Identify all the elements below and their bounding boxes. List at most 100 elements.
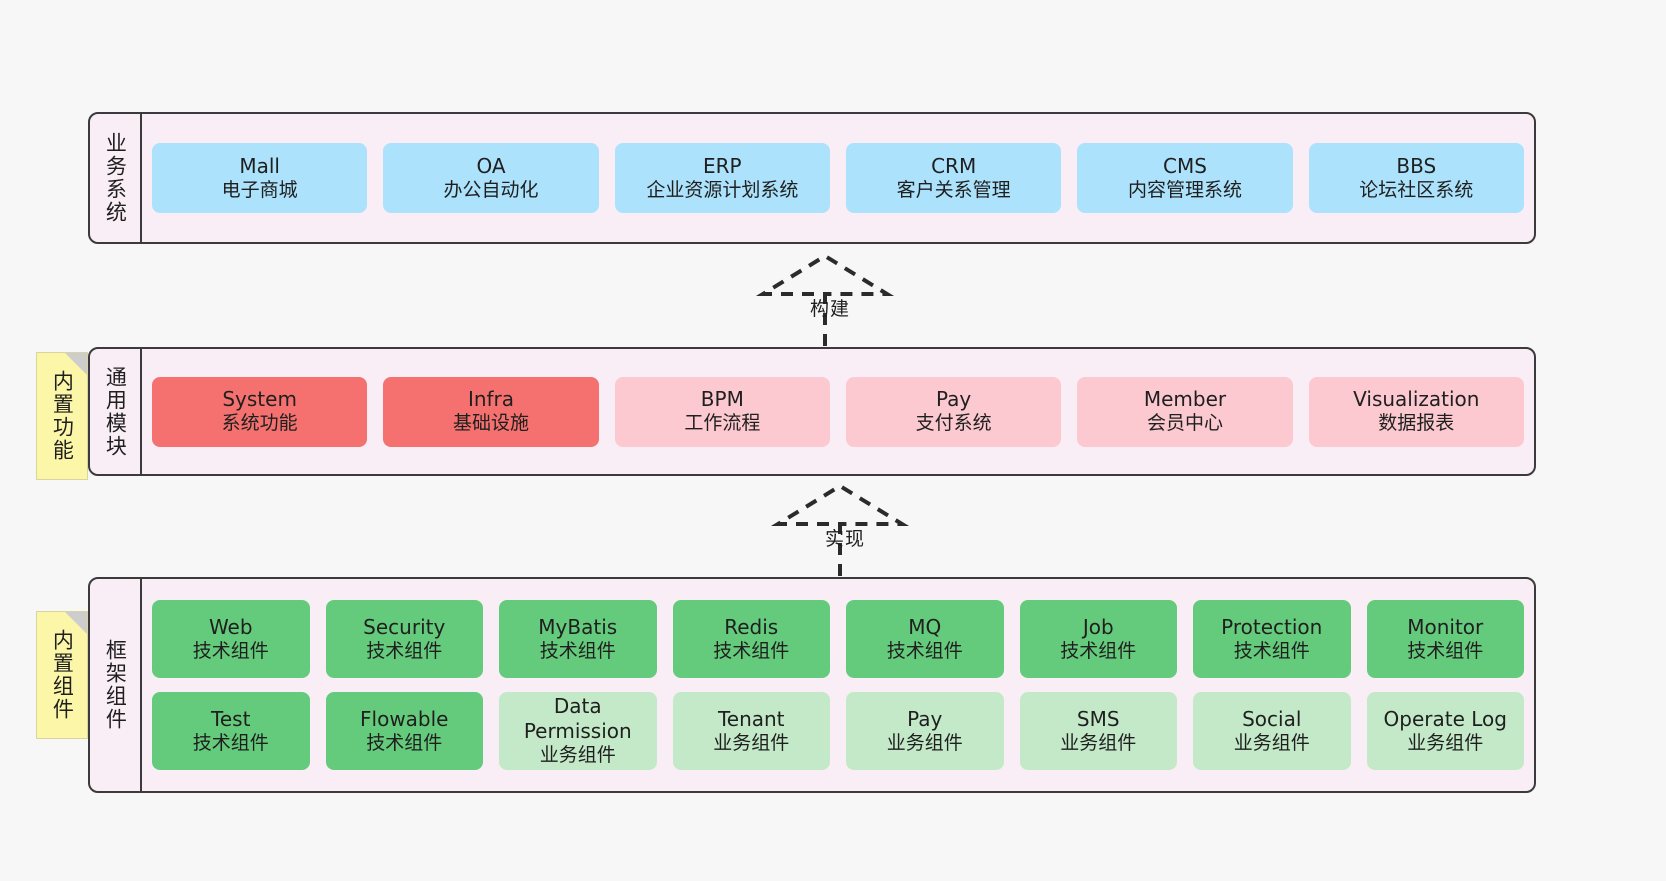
- card-protection[interactable]: Protection 技术组件: [1193, 600, 1351, 678]
- card-subtitle: 业务组件: [1407, 731, 1484, 754]
- layer-common-modules: 通用模块 System 系统功能 Infra 基础设施 BPM 工作流程 Pay…: [88, 347, 1536, 476]
- card-title: OA: [476, 153, 506, 178]
- card-subtitle: 技术组件: [366, 639, 443, 662]
- layer-framework-components: 框架组件 Web 技术组件 Security 技术组件 MyBatis 技术组件…: [88, 577, 1536, 793]
- card-title: CRM: [931, 153, 977, 178]
- card-subtitle: 支付系统: [915, 412, 992, 435]
- card-subtitle: 技术组件: [1233, 639, 1310, 662]
- card-redis[interactable]: Redis 技术组件: [672, 600, 830, 678]
- card-pay[interactable]: Pay 支付系统: [845, 376, 1062, 447]
- card-pay-business[interactable]: Pay 业务组件: [846, 692, 1004, 770]
- card-title: Flowable: [360, 706, 449, 731]
- card-subtitle: 技术组件: [366, 731, 443, 754]
- card-mq[interactable]: MQ 技术组件: [846, 600, 1004, 678]
- card-title: BPM: [700, 387, 744, 412]
- card-web[interactable]: Web 技术组件: [152, 600, 310, 678]
- card-mall[interactable]: Mall 电子商城: [152, 143, 368, 213]
- layer-body-common-modules: System 系统功能 Infra 基础设施 BPM 工作流程 Pay 支付系统…: [142, 349, 1534, 474]
- card-subtitle: 业务组件: [539, 744, 616, 767]
- layer-business-systems: 业务系统 Mall 电子商城 OA 办公自动化 ERP 企业资源计划系统 CRM…: [88, 112, 1536, 244]
- card-infra[interactable]: Infra 基础设施: [383, 376, 599, 447]
- card-social[interactable]: Social 业务组件: [1193, 692, 1351, 770]
- card-member[interactable]: Member 会员中心: [1077, 376, 1293, 447]
- card-subtitle: 数据报表: [1378, 412, 1455, 435]
- card-title: Pay: [936, 387, 972, 412]
- card-visualization[interactable]: Visualization 数据报表: [1308, 376, 1524, 447]
- card-title: SMS: [1076, 706, 1120, 731]
- card-title: Protection: [1221, 614, 1323, 639]
- card-cms[interactable]: CMS 内容管理系统: [1077, 143, 1293, 213]
- card-title: Data Permission: [523, 694, 632, 744]
- arrow-label-realize: 实现: [825, 528, 866, 550]
- generalization-arrow-realize: 实现: [760, 483, 940, 584]
- card-subtitle: 会员中心: [1146, 412, 1223, 435]
- card-subtitle: 技术组件: [1060, 639, 1137, 662]
- card-data-permission[interactable]: Data Permission 业务组件: [499, 692, 657, 770]
- card-subtitle: 企业资源计划系统: [646, 178, 799, 201]
- card-oa[interactable]: OA 办公自动化: [383, 143, 599, 213]
- card-system[interactable]: System 系统功能: [152, 376, 368, 447]
- layer-body-business-systems: Mall 电子商城 OA 办公自动化 ERP 企业资源计划系统 CRM 客户关系…: [142, 114, 1534, 242]
- card-monitor[interactable]: Monitor 技术组件: [1366, 600, 1524, 678]
- card-subtitle: 技术组件: [713, 639, 790, 662]
- card-title: Tenant: [717, 706, 785, 731]
- dashed-hollow-triangle-arrow-icon: [770, 483, 910, 576]
- card-subtitle: 基础设施: [452, 412, 529, 435]
- card-subtitle: 内容管理系统: [1127, 178, 1242, 201]
- card-mybatis[interactable]: MyBatis 技术组件: [499, 600, 657, 678]
- card-title: System: [222, 387, 297, 412]
- dashed-hollow-triangle-arrow-icon: [755, 253, 895, 346]
- card-bbs[interactable]: BBS 论坛社区系统: [1308, 143, 1524, 213]
- card-subtitle: 业务组件: [713, 731, 790, 754]
- card-flowable[interactable]: Flowable 技术组件: [325, 692, 483, 770]
- card-subtitle: 系统功能: [221, 412, 298, 435]
- card-title: MQ: [908, 614, 942, 639]
- card-title: Monitor: [1407, 614, 1484, 639]
- card-title: Social: [1242, 706, 1302, 731]
- card-title: Test: [211, 706, 251, 731]
- card-title: Visualization: [1353, 387, 1480, 412]
- card-title: ERP: [703, 153, 742, 178]
- layer-body-framework-components: Web 技术组件 Security 技术组件 MyBatis 技术组件 Redi…: [142, 579, 1534, 791]
- layer-title-framework-components: 框架组件: [90, 579, 142, 791]
- card-sms[interactable]: SMS 业务组件: [1019, 692, 1177, 770]
- card-subtitle: 业务组件: [886, 731, 963, 754]
- card-job[interactable]: Job 技术组件: [1019, 600, 1177, 678]
- card-subtitle: 技术组件: [192, 731, 269, 754]
- card-test[interactable]: Test 技术组件: [152, 692, 310, 770]
- card-security[interactable]: Security 技术组件: [325, 600, 483, 678]
- generalization-arrow-build: 构建: [745, 253, 925, 354]
- card-title: Pay: [907, 706, 943, 731]
- card-bpm[interactable]: BPM 工作流程: [614, 376, 830, 447]
- card-row: Mall 电子商城 OA 办公自动化 ERP 企业资源计划系统 CRM 客户关系…: [152, 143, 1524, 213]
- card-title: Redis: [724, 614, 779, 639]
- card-title: Mall: [239, 153, 280, 178]
- card-title: Security: [363, 614, 446, 639]
- card-subtitle: 论坛社区系统: [1359, 178, 1474, 201]
- card-subtitle: 电子商城: [221, 178, 298, 201]
- card-subtitle: 业务组件: [1060, 731, 1137, 754]
- card-title: BBS: [1396, 153, 1437, 178]
- card-title: Job: [1082, 614, 1114, 639]
- card-title: Web: [208, 614, 253, 639]
- card-tenant[interactable]: Tenant 业务组件: [672, 692, 830, 770]
- card-subtitle: 工作流程: [684, 412, 761, 435]
- card-subtitle: 技术组件: [539, 639, 616, 662]
- card-subtitle: 客户关系管理: [896, 178, 1011, 201]
- card-row: System 系统功能 Infra 基础设施 BPM 工作流程 Pay 支付系统…: [152, 376, 1524, 447]
- card-operate-log[interactable]: Operate Log 业务组件: [1366, 692, 1524, 770]
- layer-title-common-modules: 通用模块: [90, 349, 142, 474]
- card-title: CMS: [1163, 153, 1207, 178]
- card-crm[interactable]: CRM 客户关系管理: [845, 143, 1062, 213]
- card-erp[interactable]: ERP 企业资源计划系统: [614, 143, 830, 213]
- card-row: Web 技术组件 Security 技术组件 MyBatis 技术组件 Redi…: [152, 600, 1524, 678]
- card-subtitle: 业务组件: [1233, 731, 1310, 754]
- layer-title-business-systems: 业务系统: [90, 114, 142, 242]
- arrow-label-build: 构建: [810, 298, 851, 320]
- card-title: Infra: [467, 387, 515, 412]
- note-builtin-features: 内置功能: [36, 352, 88, 480]
- card-title: Operate Log: [1383, 706, 1507, 731]
- card-subtitle: 技术组件: [192, 639, 269, 662]
- note-builtin-components: 内置组件: [36, 611, 88, 739]
